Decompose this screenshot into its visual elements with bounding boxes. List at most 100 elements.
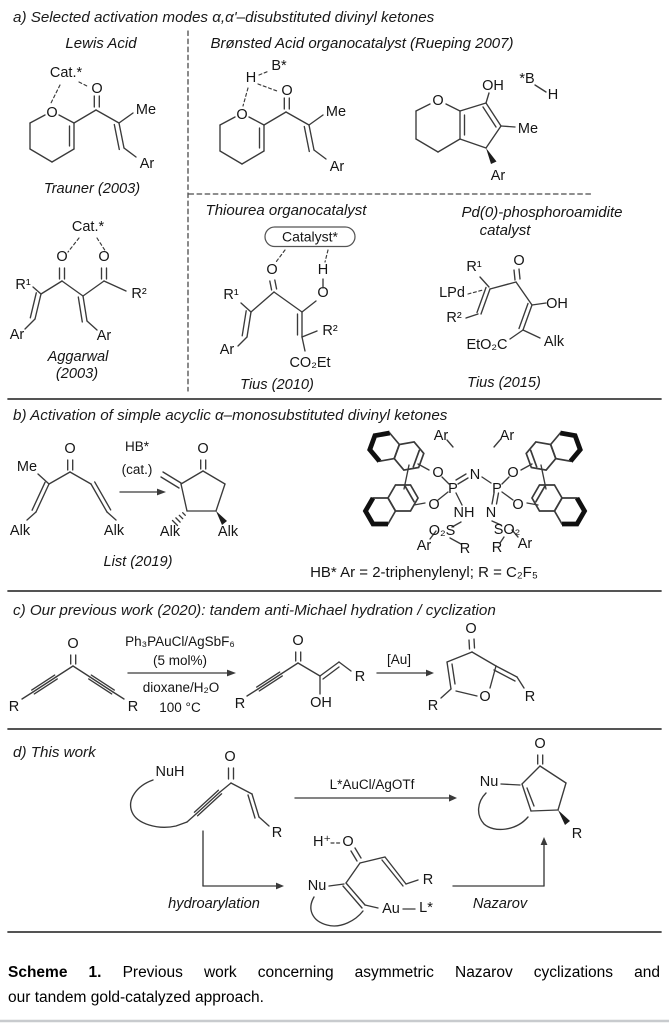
cat-note: (cat.) <box>122 462 153 477</box>
me-label: Me <box>326 104 346 120</box>
o-top-left: O <box>432 465 443 481</box>
ar-top-right: Ar <box>500 428 515 444</box>
p-left: P <box>448 481 458 497</box>
au-label: [Au] <box>387 652 411 667</box>
hydroarylation-arrow: hydroarylation <box>168 830 284 912</box>
furanone-product-structure: O O R R <box>428 621 535 714</box>
nh-label: NH <box>454 505 475 521</box>
catalyst-footnote: HB* Ar = 2-triphenylenyl; R = C₂F₅ <box>310 564 538 581</box>
naphthalene-bottom-left <box>362 479 422 531</box>
carbonyl-o: O <box>91 81 102 97</box>
cyclopentanone-product: O Alk Alk <box>160 441 239 540</box>
carbonyl-o: O <box>64 441 75 457</box>
r-label: R <box>572 826 582 842</box>
gold-conditions: L*AuCl/AgOTf <box>330 777 415 792</box>
so2-right: SO₂ <box>494 522 521 538</box>
h-label: H <box>246 70 256 86</box>
o-top-right: O <box>507 465 518 481</box>
r-left: R <box>428 698 438 714</box>
so2-left: O₂S <box>429 523 456 539</box>
carbonyl-o: O <box>465 621 476 637</box>
caption-line2: our tandem gold-catalyzed approach. <box>8 989 264 1006</box>
idpi-catalyst-structure: Ar Ar Ar Ar O O O O P P N NH N O₂S SO₂ R… <box>362 428 589 557</box>
b-star-label: *B <box>519 71 534 87</box>
ar-label-mid: Ar <box>97 328 112 344</box>
list-ref: List (2019) <box>104 554 173 570</box>
r-right: R <box>492 540 502 556</box>
r-label: R <box>423 872 433 888</box>
catalyst-label: Cat.* <box>50 65 83 81</box>
oh-label: OH <box>546 296 568 312</box>
carbonyl-o: O <box>534 736 545 752</box>
section-c: c) Our previous work (2020): tandem anti… <box>9 602 535 715</box>
conditions-arrow-c: Ph₃PAuCl/AgSbF₆ (5 mol%) dioxane/H₂O 100… <box>125 634 236 715</box>
ar-label: Ar <box>491 168 506 184</box>
section-d: d) This work NuH O R L*AuCl/AgOTf O <box>13 736 582 927</box>
oh-label: OH <box>482 78 504 94</box>
enol-intermediate-structure: O R OH R <box>235 633 365 712</box>
enol-o: O <box>317 285 328 301</box>
r-right: R <box>355 669 365 685</box>
section-a: a) Selected activation modes α,α'–disubs… <box>10 9 623 393</box>
r2-label: R² <box>322 323 337 339</box>
nazarov-label: Nazarov <box>473 896 528 912</box>
ar-label: Ar <box>220 342 235 358</box>
r-label: R <box>272 825 282 841</box>
catalyst-label: Cat.* <box>72 219 105 235</box>
nazarov-arrow: Nazarov <box>452 837 548 912</box>
h-plus-label: H⁺ <box>313 834 331 850</box>
aggarwal-ref: Aggarwal <box>47 349 110 365</box>
section-a-title: a) Selected activation modes α,α'–disubs… <box>13 9 435 26</box>
r2-label: R² <box>131 286 146 302</box>
section-b-title: b) Activation of simple acyclic α–monosu… <box>13 407 448 424</box>
caption-line1: Scheme 1. Previous work concerning asymm… <box>8 960 660 985</box>
r1-label: R¹ <box>223 287 238 303</box>
catalyst-box-label: Catalyst* <box>282 229 339 245</box>
alk-label: Alk <box>544 334 565 350</box>
alk-label-left: Alk <box>10 523 31 539</box>
ar-label-left: Ar <box>10 327 25 343</box>
lewis-acid-label: Lewis Acid <box>65 35 137 52</box>
carbonyl-o: O <box>197 441 208 457</box>
catalyst-box <box>264 226 356 248</box>
section-c-title: c) Our previous work (2020): tandem anti… <box>13 602 496 619</box>
aggarwal-structure: Cat.* O O R¹ Ar Ar R² Aggarwal (2003) <box>10 219 147 382</box>
r2-label: R² <box>446 310 461 326</box>
nuh-label: NuH <box>155 764 184 780</box>
caption-text-1: Previous work concerning asymmetric Naza… <box>122 964 660 981</box>
au-label: Au <box>382 901 400 917</box>
h-label: H <box>318 262 328 278</box>
tius-2015-structure: Pd(0)-phosphoroamidite catalyst R¹ LPd R… <box>439 204 622 391</box>
ring-o: O <box>432 93 443 109</box>
h-label: H <box>548 87 558 103</box>
hb-reagent: HB* <box>125 439 150 454</box>
trauner-ref: Trauner (2003) <box>44 181 140 197</box>
section-d-title: d) This work <box>13 744 97 761</box>
me-label: Me <box>17 459 37 475</box>
p-right: P <box>492 481 502 497</box>
main-arrow-d: L*AuCl/AgOTf <box>294 777 457 802</box>
me-label: Me <box>518 121 538 137</box>
gold-intermediate-structure: H⁺ O R Nu Au L* <box>308 834 433 927</box>
carbonyl-o-left: O <box>56 249 67 265</box>
carbonyl-o: O <box>292 633 303 649</box>
bronsted-structure: B* H O O Me Ar <box>219 58 346 175</box>
thiourea-label: Thiourea organocatalyst <box>206 202 368 219</box>
alk-label-left: Alk <box>160 524 181 540</box>
carbonyl-o: O <box>266 262 277 278</box>
ring-o: O <box>46 105 57 121</box>
ar-bottom-right: Ar <box>518 536 533 552</box>
carbonyl-o: O <box>224 749 235 765</box>
r-left: R <box>9 699 19 715</box>
naphthalene-top-right <box>524 429 583 475</box>
divinyl-ketone-reactant: O Me Alk Alk <box>10 441 125 539</box>
tius-2010-ref: Tius (2010) <box>240 377 314 393</box>
r1-label: R¹ <box>15 277 30 293</box>
trauner-structure: Cat.* O O Me Ar Trauner (2003) <box>29 65 156 197</box>
carbonyl-o: O <box>67 636 78 652</box>
ar-top-left: Ar <box>434 428 449 444</box>
ar-label: Ar <box>140 156 155 172</box>
nu-label: Nu <box>480 774 499 790</box>
bronsted-label: Brønsted Acid organocatalyst (Rueping 20… <box>211 35 514 52</box>
